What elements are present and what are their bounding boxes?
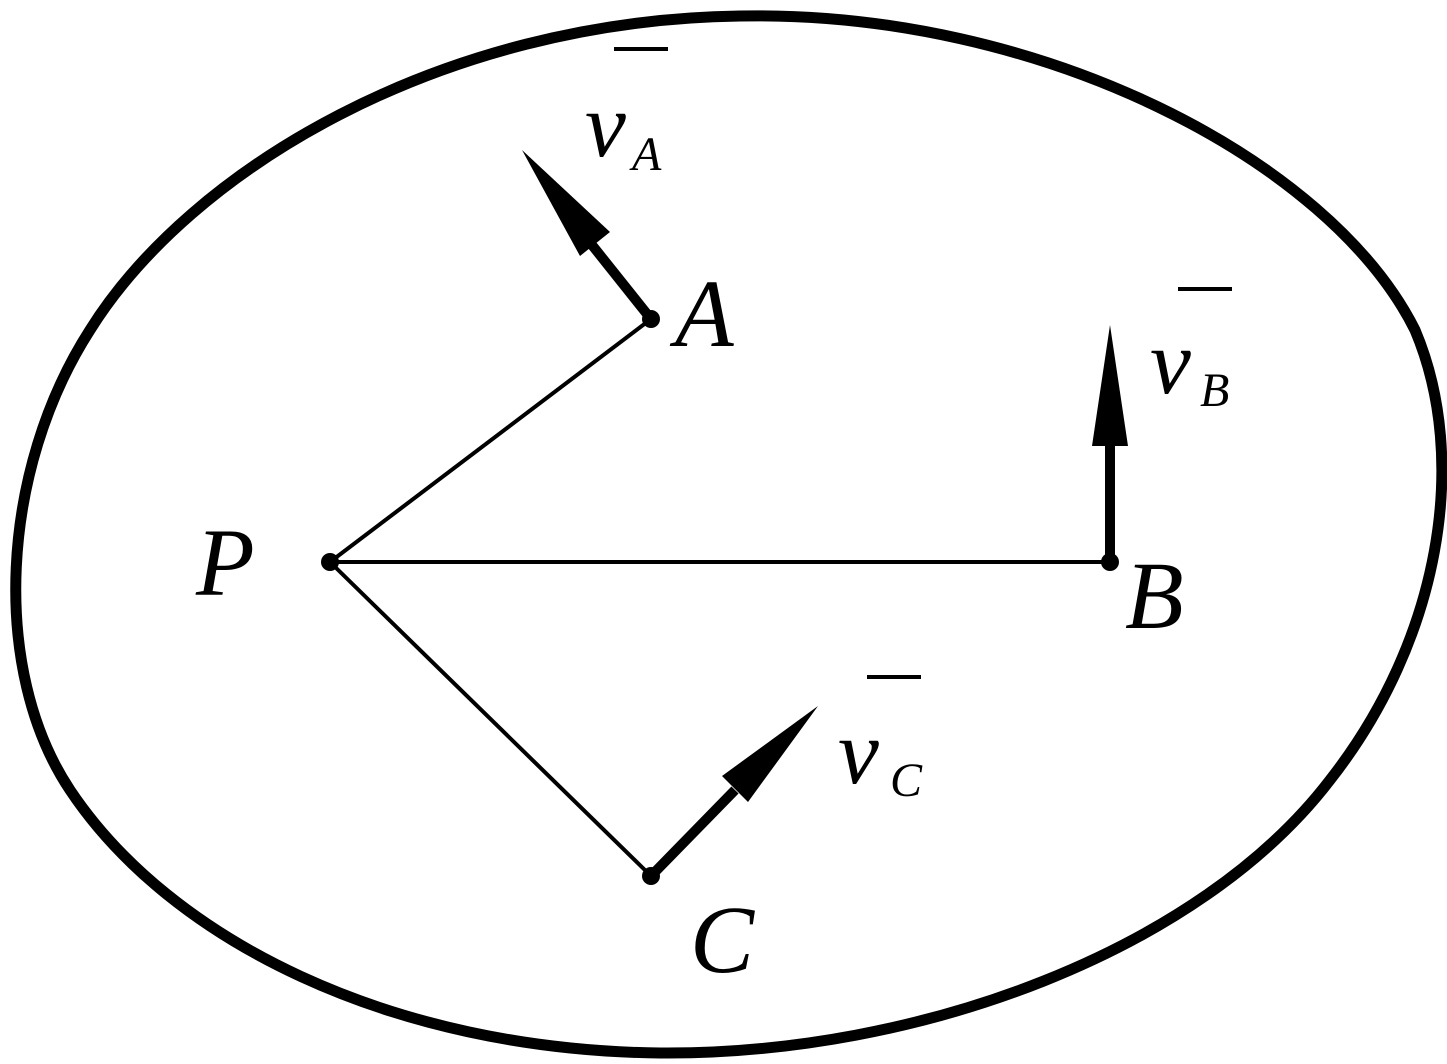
label-a: A [669,260,734,367]
point-p-dot [321,553,339,571]
velocity-arrow-b [1092,325,1128,562]
velocity-label-c: v C [838,675,923,807]
label-p: P [195,509,255,616]
velocity-label-b: v B [1150,287,1232,417]
velocity-subscript-a: A [629,128,662,181]
velocity-subscript-c: C [890,754,923,807]
velocity-subscript-b: B [1200,364,1229,417]
velocity-label-a: v A [585,47,668,181]
label-c: C [690,886,755,993]
segment-pc [328,560,653,878]
label-b: B [1125,542,1184,649]
velocity-arrow-c [647,706,818,880]
velocity-symbol-a: v [585,74,626,176]
velocity-symbol-b: v [1150,311,1191,413]
segment-pa [328,317,653,564]
velocity-arrow-a [522,150,655,323]
velocity-symbol-c: v [838,701,879,803]
body-outline [10,10,1447,1059]
